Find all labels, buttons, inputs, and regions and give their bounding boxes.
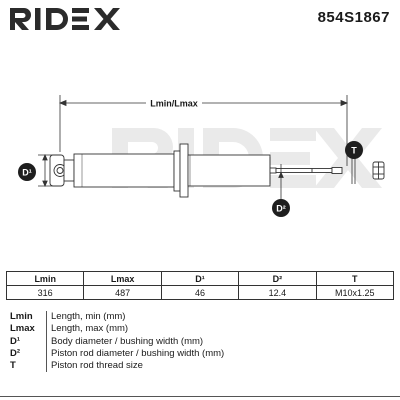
header-lmin: Lmin	[5, 271, 85, 286]
svg-text:D¹: D¹	[22, 168, 32, 178]
legend-row-d1: D¹ Body diameter / bushing width (mm)	[10, 335, 390, 348]
dimension-label-bg	[146, 96, 202, 110]
value-lmin: 316	[5, 285, 85, 300]
svg-text:D²: D²	[276, 204, 286, 214]
legend-desc: Piston rod thread size	[51, 360, 143, 372]
spec-table-header-row: Lmin Lmax D¹ D² T	[5, 271, 395, 286]
value-d2: 12.4	[238, 285, 317, 300]
svg-text:T: T	[351, 146, 357, 156]
header-t: T	[315, 271, 395, 286]
header-d2: D²	[238, 271, 317, 286]
legend-desc: Piston rod diameter / bushing width (mm)	[51, 347, 225, 359]
legend-key: Lmin	[10, 311, 47, 324]
callout-t: T	[345, 141, 363, 159]
value-t: M10x1.25	[315, 285, 395, 300]
legend-row-t: T Piston rod thread size	[10, 360, 390, 373]
legend-row-lmin: Lmin Length, min (mm)	[10, 311, 390, 324]
part-number: 854S1867	[317, 9, 390, 26]
legend: Lmin Length, min (mm) Lmax Length, max (…	[10, 311, 390, 373]
d2-dimension	[278, 164, 284, 200]
shock-absorber-diagram: Lmin/Lmax	[18, 95, 385, 217]
legend-desc: Length, max (mm)	[51, 323, 129, 335]
legend-key: D²	[10, 347, 47, 361]
dimension-label: Lmin/Lmax	[150, 99, 198, 109]
header-d1: D¹	[160, 271, 240, 286]
legend-row-d2: D² Piston rod diameter / bushing width (…	[10, 347, 390, 361]
spec-table: Lmin Lmax D¹ D² T 316 487 46 12.4 M10x1.…	[5, 271, 395, 300]
legend-desc: Body diameter / bushing width (mm)	[51, 335, 204, 347]
value-d1: 46	[160, 285, 240, 300]
callout-d2: D²	[272, 199, 290, 217]
bottom-divider	[0, 396, 400, 397]
ridex-logo	[10, 8, 120, 30]
value-lmax: 487	[83, 285, 162, 300]
legend-row-lmax: Lmax Length, max (mm)	[10, 323, 390, 336]
spec-table-value-row: 316 487 46 12.4 M10x1.25	[5, 285, 395, 300]
legend-key: Lmax	[10, 323, 47, 336]
callout-d1: D¹	[18, 163, 36, 181]
header: 854S1867	[0, 0, 400, 40]
header-lmax: Lmax	[83, 271, 162, 286]
legend-key: T	[10, 360, 47, 373]
legend-key: D¹	[10, 335, 47, 348]
nut-icon	[372, 161, 385, 180]
shock-absorber	[49, 143, 343, 198]
legend-desc: Length, min (mm)	[51, 311, 126, 322]
